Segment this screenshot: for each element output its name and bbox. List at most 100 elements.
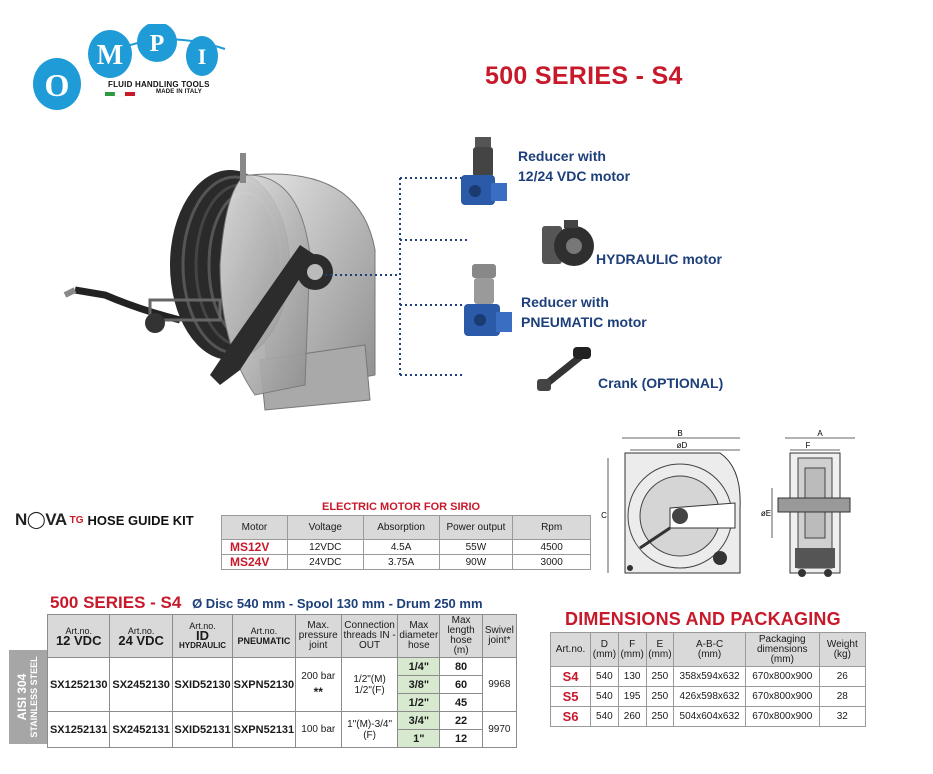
motor-cell: 12VDC	[286, 539, 364, 555]
header-hydraulic: Art.no. ID HYDRAULIC	[171, 614, 234, 658]
table-row: 1" 12	[48, 729, 517, 748]
dim-cell: 28	[818, 686, 867, 707]
dim-header-abc: A-B-C (mm)	[673, 632, 746, 667]
motor-header-rpm: Rpm	[512, 515, 591, 540]
dimensions-title: DIMENSIONS AND PACKAGING	[565, 609, 841, 629]
dim-cell: 130	[617, 666, 647, 687]
dim-header-e: E (mm)	[645, 632, 675, 667]
dim-cell: 250	[645, 666, 675, 687]
code-cell: SXID52131	[171, 711, 234, 748]
dim-cell: 540	[590, 686, 619, 707]
motor-cell: 55W	[438, 539, 514, 555]
header-threads: Connection threads IN - OUT	[340, 614, 399, 658]
motor-cell: 4500	[512, 539, 591, 555]
dim-cell: 670x800x900	[744, 666, 820, 687]
motor-cell: 3.75A	[362, 554, 440, 570]
dim-cell: 195	[617, 686, 647, 707]
motor-header-voltage: Voltage	[286, 515, 364, 540]
dim-label-e: øE	[761, 509, 771, 518]
dim-header-f: F (mm)	[617, 632, 647, 667]
code-cell: SX2452130	[109, 657, 173, 712]
nova-label: HOSE GUIDE KIT	[87, 512, 194, 528]
table-row: S4 540 130 250 358x594x632 670x800x900 2…	[549, 666, 867, 687]
dim-cell: 250	[645, 706, 675, 727]
pneumatic-motor-image	[458, 262, 518, 352]
logo-tagline: FLUID HANDLING TOOLS	[108, 80, 210, 89]
pressure-cell: 100 bar	[294, 711, 342, 748]
logo-letter-o: O	[45, 67, 70, 103]
hose-length-cell: 60	[439, 675, 483, 694]
accessory-connector-lines	[325, 177, 470, 376]
code-cell: SXPN52131	[232, 711, 296, 748]
dim-cell: 358x594x632	[673, 666, 746, 687]
series-title: 500 SERIES - S4 Ø Disc 540 mm - Spool 13…	[50, 593, 483, 613]
table-row: SX1252130 SX2452130 SXID52130 SXPN52130 …	[46, 657, 518, 712]
swivel-cell: 9968	[481, 657, 518, 712]
table-row: S5 540 195 250 426x598x632 670x800x900 2…	[549, 686, 867, 707]
header-pneumatic: Art.no. PNEUMATIC	[232, 614, 296, 658]
hose-diameter-cell: 3/4"	[397, 711, 441, 730]
dim-cell: S5	[549, 686, 592, 707]
table-row: SX1252131 SX2452131 SXID52131 SXPN52131 …	[46, 711, 518, 748]
threads-cell: 1/2"(M) 1/2"(F)	[340, 657, 399, 712]
table-row: MS12V 12VDC 4.5A 55W 4500	[221, 539, 591, 555]
motor-cell: 90W	[438, 554, 514, 570]
dim-header-art: Art.no.	[549, 632, 592, 667]
hose-diameter-cell: 3/8"	[397, 675, 441, 694]
code-cell: SX1252131	[46, 711, 111, 748]
motor-cell: 24VDC	[286, 554, 364, 570]
dim-cell: 250	[645, 686, 675, 707]
crank-image	[535, 345, 595, 400]
material-line2: STAINLESS STEEL	[29, 656, 39, 738]
nova-hose-guide-kit: N◯VA TG HOSE GUIDE KIT	[15, 510, 194, 530]
accessory-label-reducer-vdc: Reducer with 12/24 VDC motor	[518, 148, 631, 184]
dim-cell: S4	[549, 666, 592, 687]
ompi-logo: O M P I FLUID HANDLING TOOLS MADE IN ITA…	[30, 22, 245, 124]
dim-cell: S6	[549, 706, 592, 727]
accessory-label-hydraulic: HYDRAULIC motor	[596, 251, 722, 267]
motor-cell: 3000	[512, 554, 591, 570]
header-diameter: Max diameter hose	[397, 614, 441, 658]
table-row: S6 540 260 250 504x604x632 670x800x900 3…	[549, 706, 867, 727]
dim-header-packaging: Packaging dimensions (mm)	[744, 632, 820, 667]
dim-label-c: C	[601, 511, 607, 520]
motor-header-absorption: Absorption	[362, 515, 440, 540]
logo-letter-m: M	[97, 40, 123, 71]
hose-diameter-cell: 1"	[397, 729, 441, 748]
dim-cell: 670x800x900	[744, 706, 820, 727]
header-12vdc: Art.no. 12 VDC	[46, 614, 111, 658]
header-swivel: Swivel joint*	[481, 614, 518, 658]
hose-length-cell: 45	[439, 693, 483, 712]
dim-header-weight: Weight (kg)	[818, 632, 867, 667]
accessory-label-pneumatic: Reducer with PNEUMATIC motor	[521, 294, 647, 330]
dim-cell: 540	[590, 706, 619, 727]
dim-cell: 26	[818, 666, 867, 687]
motor-header-motor: Motor	[221, 515, 288, 540]
logo-letter-p: P	[150, 31, 165, 57]
material-badge: AISI 304 STAINLESS STEEL	[9, 650, 47, 744]
nova-brand: N◯VA	[15, 510, 67, 529]
header-24vdc: Art.no. 24 VDC	[109, 614, 173, 658]
code-cell: SX2452131	[109, 711, 173, 748]
motor-cell: MS12V	[221, 539, 288, 555]
pressure-cell: 200 bar **	[294, 657, 342, 712]
series-table: Art.no. 12 VDC Art.no. 24 VDC Art.no. ID…	[46, 614, 518, 748]
hydraulic-motor-image	[540, 218, 595, 278]
logo-made-in: MADE IN ITALY	[156, 89, 202, 95]
header-pressure: Max. pressure joint	[294, 614, 342, 658]
dim-header-d: D (mm)	[590, 632, 619, 667]
reducer-12-24-vdc-motor-image	[455, 135, 515, 220]
table-row: MS24V 24VDC 3.75A 90W 3000	[221, 554, 591, 570]
dimensions-table: Art.no. D (mm) F (mm) E (mm) A-B-C (mm) …	[549, 632, 867, 727]
motor-table: Motor Voltage Absorption Power output Rp…	[221, 515, 591, 570]
code-cell: SXPN52130	[232, 657, 296, 712]
hose-length-cell: 12	[439, 729, 483, 748]
header-length: Max length hose (m)	[439, 614, 483, 658]
motor-table-title: ELECTRIC MOTOR FOR SIRIO	[322, 501, 481, 513]
series-name: 500 SERIES - S4	[50, 593, 182, 612]
dim-label-b: B	[677, 429, 682, 438]
hose-diameter-cell: 1/4"	[397, 657, 441, 676]
dim-label-a: A	[817, 429, 823, 438]
dim-cell: 540	[590, 666, 619, 687]
page-title: 500 SERIES - S4	[485, 62, 683, 90]
